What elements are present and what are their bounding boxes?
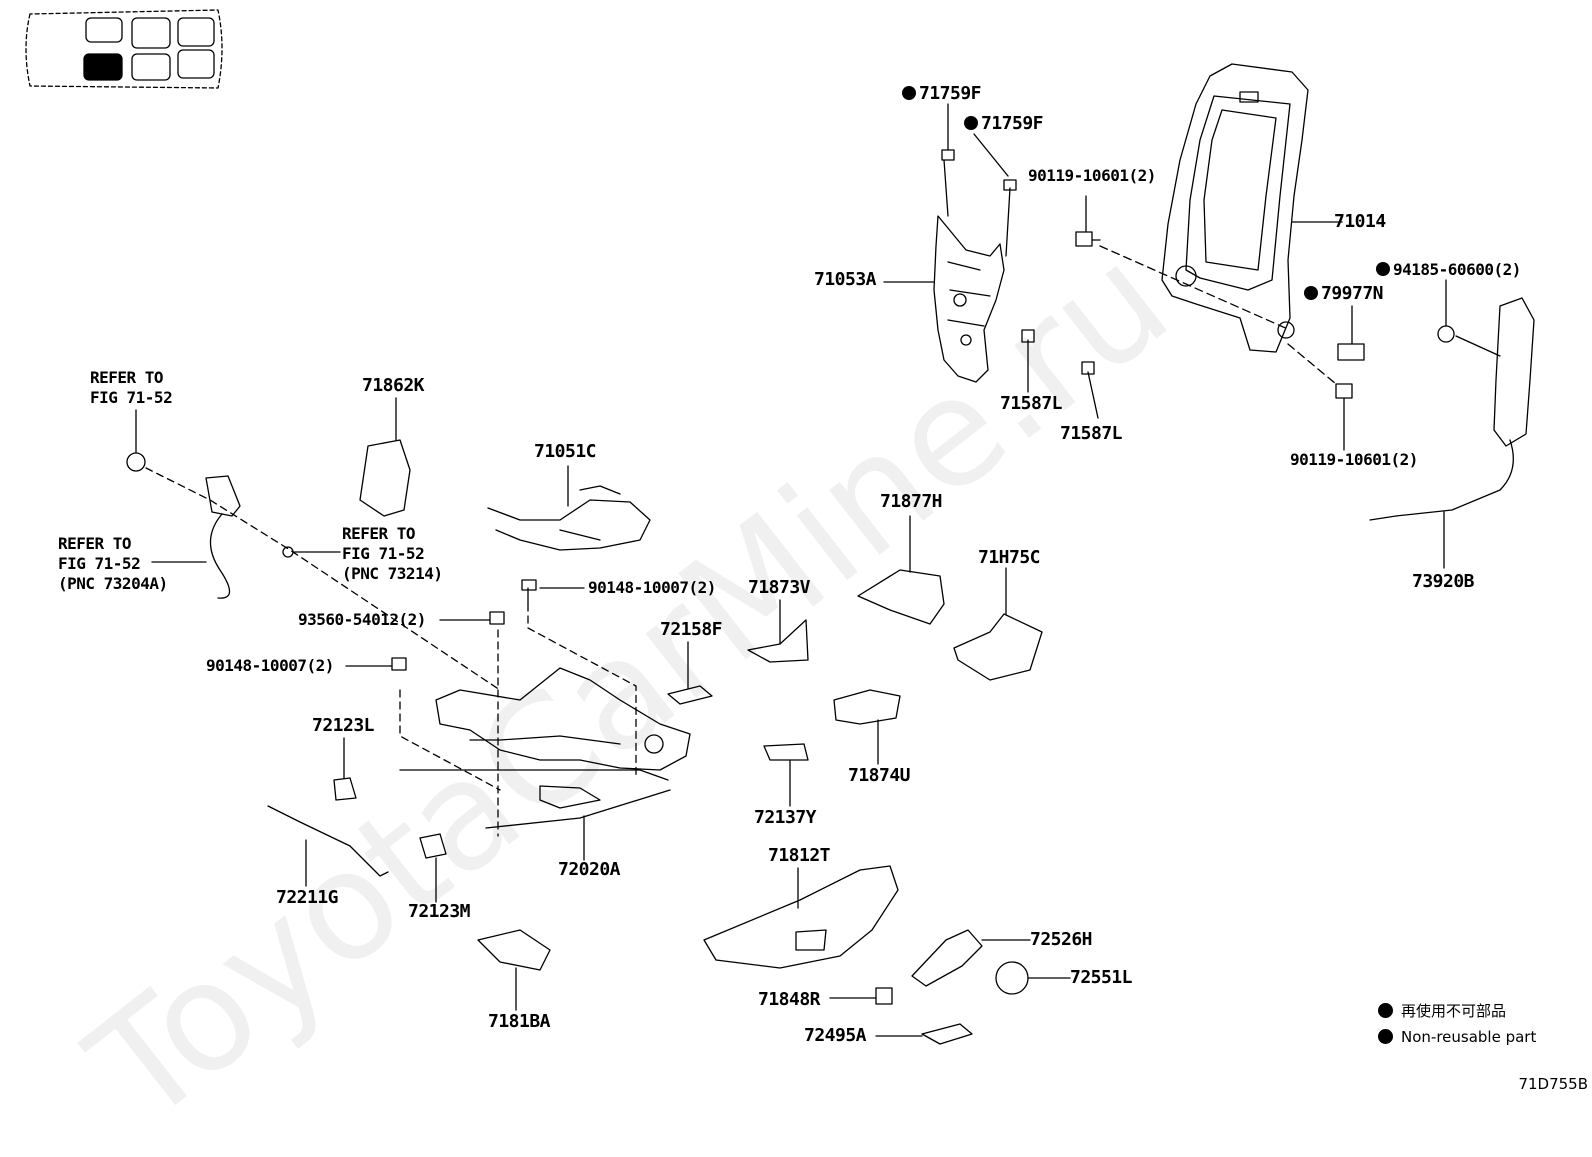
legend-dot: [1378, 1003, 1393, 1018]
lever-72526h-shape: [911, 929, 983, 987]
part-label-71874u: 71874U: [848, 765, 911, 786]
part-label-72020a: 72020A: [558, 859, 621, 880]
refer-part-1: [126, 452, 146, 472]
part-label-72526h: 72526H: [1030, 929, 1093, 950]
refer-part-3: [282, 546, 294, 558]
part-label-72495a: 72495A: [804, 1025, 867, 1046]
cover-71848r-shape: [875, 987, 893, 1005]
part-label-71848r: 71848R: [758, 989, 821, 1010]
seatback-frame-shape: [1161, 63, 1309, 353]
drawing-code: 71D755B: [1518, 1075, 1588, 1093]
harness-71051c-shape: [487, 485, 651, 551]
part-label-7181ba: 7181BA: [488, 1011, 551, 1032]
refer-label-3: REFER TO FIG 71-52 (PNC 73214): [342, 524, 443, 583]
part-label-73920b: 73920B: [1412, 571, 1475, 592]
bracket-71h75c-shape: [953, 613, 1043, 681]
refer-label-1: REFER TO FIG 71-52: [90, 368, 173, 407]
clip-71587l-a: [1021, 329, 1035, 343]
label-79977n-shape: [1337, 343, 1365, 361]
part-label-72158f: 72158F: [660, 619, 723, 640]
non-reusable-dot: [902, 86, 916, 100]
part-label-94185: 94185-60600(2): [1376, 260, 1521, 280]
part-label-90119-top: 90119-10601(2): [1028, 166, 1156, 185]
bolt-90119-bot-shape: [1335, 383, 1353, 399]
clip-72123m-shape: [419, 833, 447, 859]
legend-dot: [1378, 1029, 1393, 1044]
non-reusable-dot: [1376, 262, 1390, 276]
refer-label-2: REFER TO FIG 71-52 (PNC 73204A): [58, 534, 168, 593]
side-airbag-shape: [1369, 297, 1535, 569]
part-label-71587l-a: 71587L: [1000, 393, 1063, 414]
seat-track-frame-shape: [399, 667, 691, 829]
seat-belt-buckle-shape: [205, 475, 241, 599]
part-label-90148-left: 90148-10007(2): [206, 656, 334, 675]
part-label-72123l: 72123L: [312, 715, 375, 736]
part-label-71014: 71014: [1334, 211, 1386, 232]
part-label-90148-top: 90148-10007(2): [588, 578, 716, 597]
part-label-93560: 93560-54012(2): [298, 610, 426, 629]
cover-72495a-shape: [921, 1023, 973, 1045]
part-label-71812t: 71812T: [768, 845, 831, 866]
part-label-71873v: 71873V: [748, 577, 811, 598]
part-label-72551l: 72551L: [1070, 967, 1133, 988]
non-reusable-dot: [964, 116, 978, 130]
part-label-71862k: 71862K: [362, 375, 425, 396]
bolt-90119-top-shape: [1075, 231, 1101, 247]
bracket-71874u-shape: [833, 689, 901, 725]
bracket-71873v-shape: [747, 619, 809, 663]
nut-94185-shape: [1437, 325, 1455, 343]
leader-71587l: [1027, 339, 1099, 419]
rod-72211g-shape: [267, 805, 389, 877]
cover-72158f-shape: [667, 685, 713, 705]
part-label-71051c: 71051C: [534, 441, 597, 462]
legend-item-jp: 再使用不可部品: [1378, 1002, 1506, 1020]
part-label-72211g: 72211G: [276, 887, 339, 908]
seat-locator-icon: [25, 9, 223, 89]
cover-71862k-shape: [359, 439, 411, 517]
diagram-drawing: [25, 9, 1535, 1045]
recliner-bracket-shape: [933, 149, 1017, 383]
part-label-71h75c: 71H75C: [978, 547, 1041, 568]
part-label-72137y: 72137Y: [754, 807, 817, 828]
leader-71759f: [947, 103, 1009, 177]
part-label-71759f-b: 71759F: [964, 114, 1044, 134]
part-label-90119-bot: 90119-10601(2): [1290, 450, 1418, 469]
part-label-71877h: 71877H: [880, 491, 943, 512]
legend-item-en: Non-reusable part: [1378, 1028, 1536, 1046]
clip-71587l-b: [1081, 361, 1095, 375]
non-reusable-dot: [1304, 286, 1318, 300]
bracket-7181ba-shape: [477, 929, 551, 971]
side-cover-71812t-shape: [703, 865, 899, 969]
parts-diagram: ToyotaCarMine.ru: [25, 9, 1588, 1157]
clip-72123l-shape: [333, 777, 357, 801]
part-label-71587l-b: 71587L: [1060, 423, 1123, 444]
part-label-71053a: 71053A: [814, 269, 877, 290]
part-label-79977n: 79977N: [1304, 284, 1384, 304]
knob-72551l-shape: [995, 961, 1029, 995]
bracket-71877h-shape: [857, 569, 945, 625]
part-label-71759f-a: 71759F: [902, 84, 982, 104]
cover-72137y-shape: [763, 743, 809, 761]
part-label-72123m: 72123M: [408, 901, 471, 922]
